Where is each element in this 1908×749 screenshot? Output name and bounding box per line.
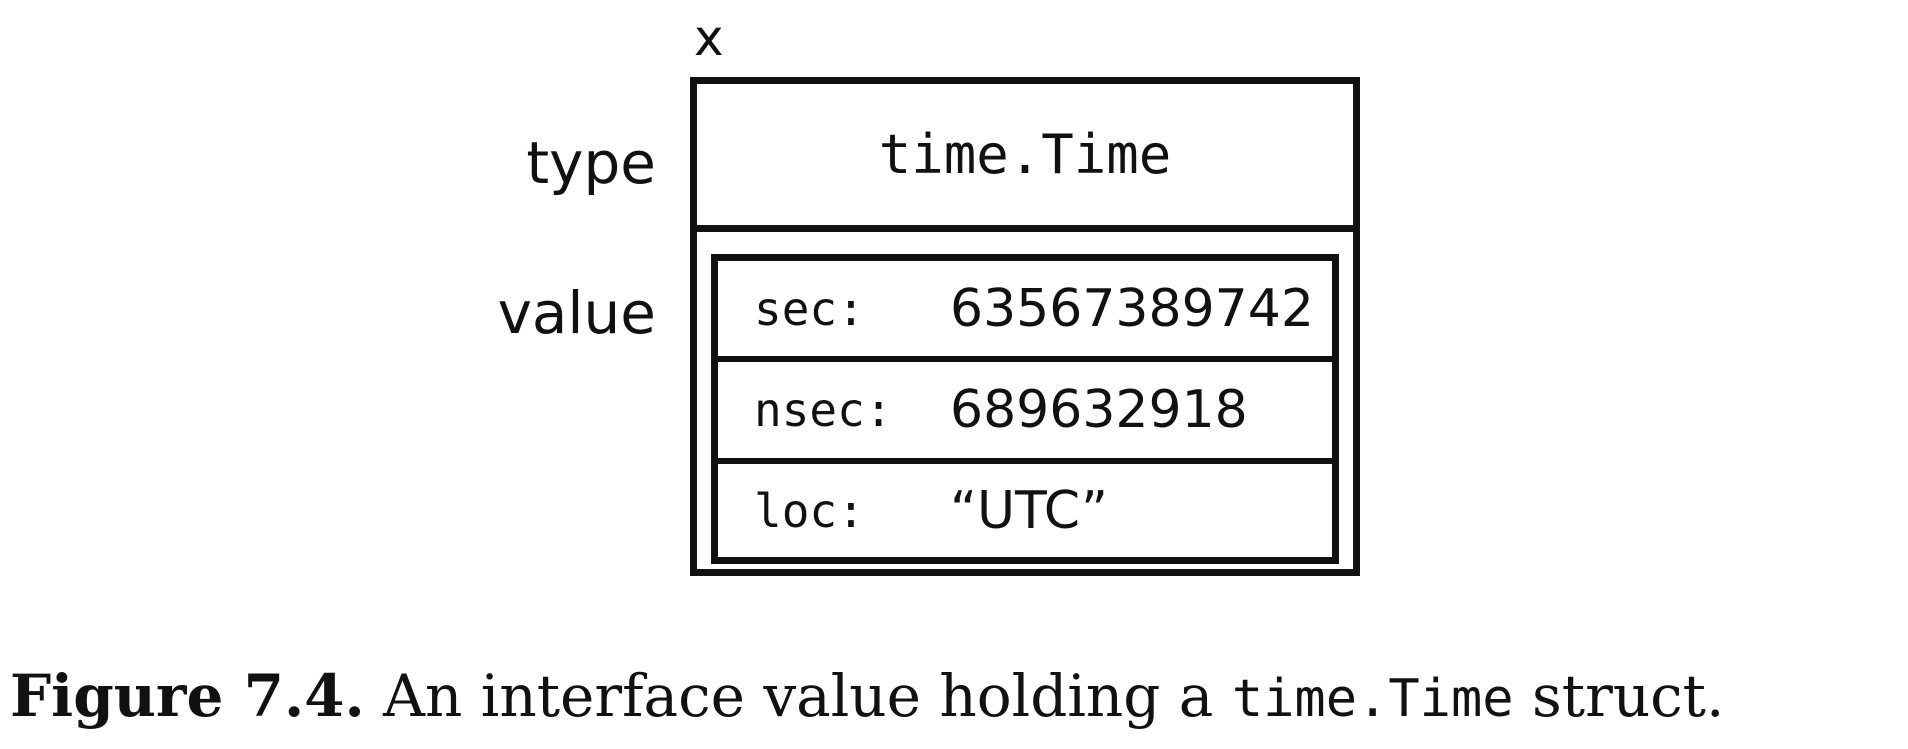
caption-text-after: struct. <box>1532 662 1725 730</box>
dynamic-type-text: time.Time <box>878 123 1172 186</box>
value-label: value <box>497 279 656 347</box>
figure-caption: Figure 7.4. An interface value holding a… <box>10 656 1724 739</box>
dynamic-type-cell: time.Time <box>697 84 1353 232</box>
field-value-loc: “UTC” <box>950 480 1108 541</box>
caption-code: time.Time <box>1231 669 1514 729</box>
field-value-nsec: 689632918 <box>950 380 1248 440</box>
variable-name-label: x <box>694 9 724 67</box>
caption-text-before: An interface value holding a <box>383 662 1214 730</box>
field-value-sec: 63567389742 <box>950 278 1314 339</box>
type-label: type <box>526 129 656 197</box>
struct-value-box: sec: 63567389742 nsec: 689632918 loc: “U… <box>711 254 1339 564</box>
interface-value-box: time.Time sec: 63567389742 nsec: 6896329… <box>690 77 1360 576</box>
figure-number: Figure 7.4. <box>10 662 365 730</box>
field-row-loc: loc: “UTC” <box>718 464 1332 557</box>
field-row-nsec: nsec: 689632918 <box>718 362 1332 464</box>
field-name-sec: sec: <box>754 281 865 336</box>
field-name-nsec: nsec: <box>754 383 893 437</box>
field-name-loc: loc: <box>754 483 865 538</box>
field-row-sec: sec: 63567389742 <box>718 261 1332 362</box>
